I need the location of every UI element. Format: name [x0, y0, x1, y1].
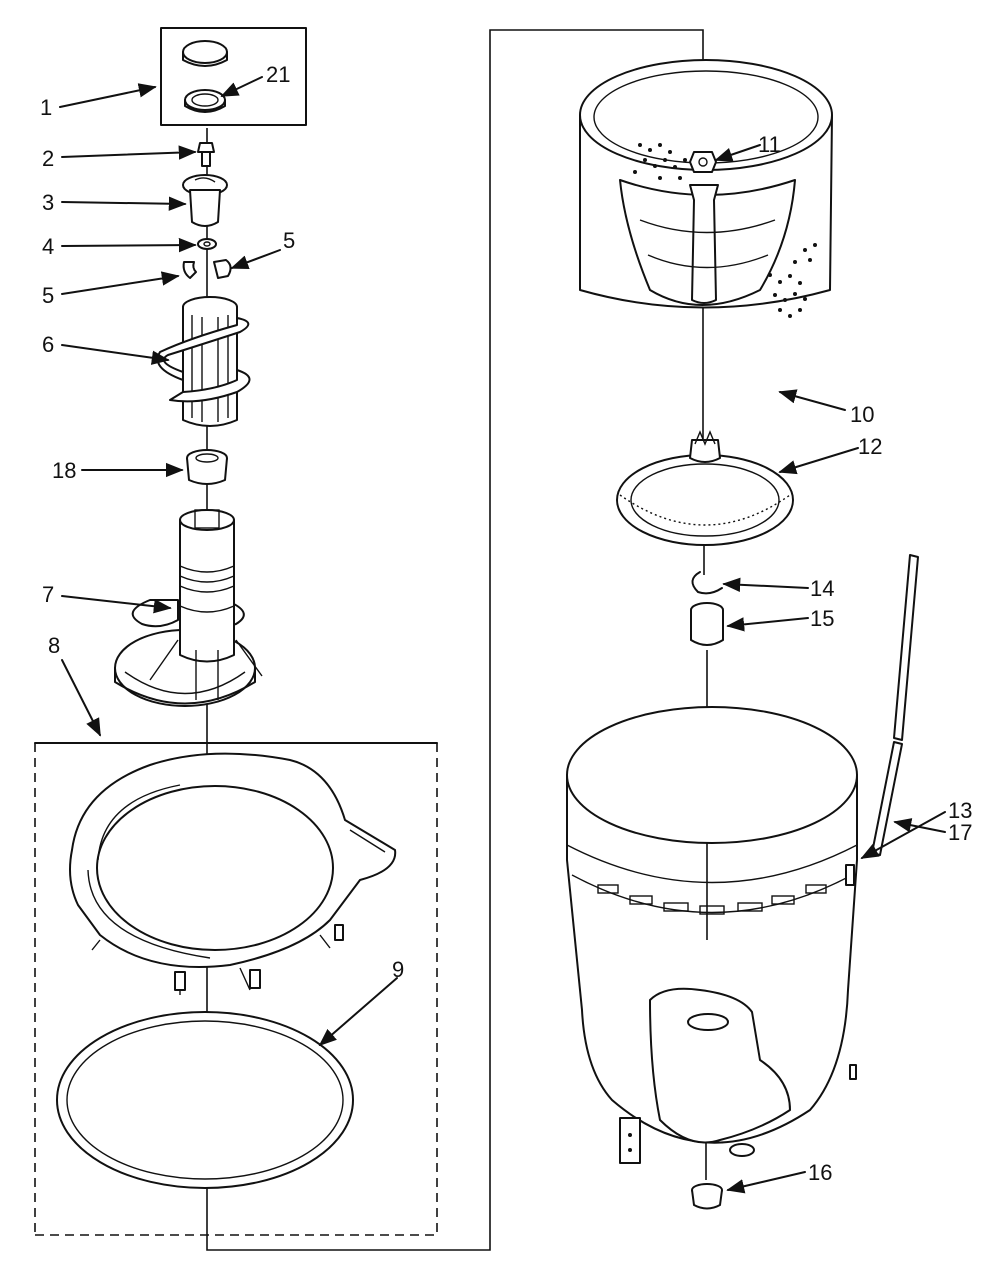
label-2: 2 — [42, 146, 54, 171]
cam-part-3 — [182, 174, 228, 227]
label-5-left: 5 — [42, 283, 54, 308]
label-8: 8 — [48, 633, 60, 658]
tub-slots — [597, 884, 827, 915]
dog-part-5-right — [213, 259, 232, 279]
label-1: 1 — [40, 95, 52, 120]
clip-part-14 — [691, 571, 723, 595]
drive-plate-part-12 — [616, 430, 794, 546]
label-7: 7 — [42, 582, 54, 607]
seal-ring-part-9 — [56, 1011, 354, 1189]
label-10: 10 — [850, 402, 874, 427]
hose-part-17 — [871, 554, 919, 856]
label-21: 21 — [266, 62, 290, 87]
outer-tub-part-13 — [566, 706, 858, 1164]
washer-part-4 — [197, 238, 217, 250]
cap-part-1 — [182, 40, 228, 67]
basket-part-10 — [579, 59, 833, 318]
agitator-base-part-7 — [114, 509, 263, 707]
nut-part-11 — [689, 151, 717, 173]
label-11: 11 — [758, 132, 781, 157]
label-4: 4 — [42, 234, 54, 259]
seal-ring-part-21 — [184, 89, 226, 113]
label-16: 16 — [808, 1160, 832, 1185]
drain-nut-part-16 — [691, 1183, 723, 1210]
tub-ring-part-8 — [69, 752, 397, 995]
label-3: 3 — [42, 190, 54, 215]
label-15: 15 — [810, 606, 834, 631]
kit-box-outline — [160, 27, 307, 126]
auger-part-6 — [156, 296, 251, 427]
label-14: 14 — [810, 576, 834, 601]
label-13: 13 — [948, 798, 972, 823]
label-18: 18 — [52, 458, 76, 483]
part-labels: 1 21 2 3 4 5 5 6 18 7 8 9 11 10 12 14 15… — [40, 62, 972, 1185]
label-6: 6 — [42, 332, 54, 357]
dog-part-5-left — [182, 261, 197, 279]
basket-perforations — [633, 143, 817, 318]
coupling-part-15 — [690, 602, 724, 646]
label-5-right: 5 — [283, 228, 295, 253]
label-9: 9 — [392, 957, 404, 982]
bolt-part-2 — [197, 142, 215, 167]
bushing-part-18 — [186, 449, 228, 485]
label-17: 17 — [948, 820, 972, 845]
dashed-assembly-box — [34, 742, 438, 1236]
leader-arrows — [59, 76, 946, 1194]
label-12: 12 — [858, 434, 882, 459]
